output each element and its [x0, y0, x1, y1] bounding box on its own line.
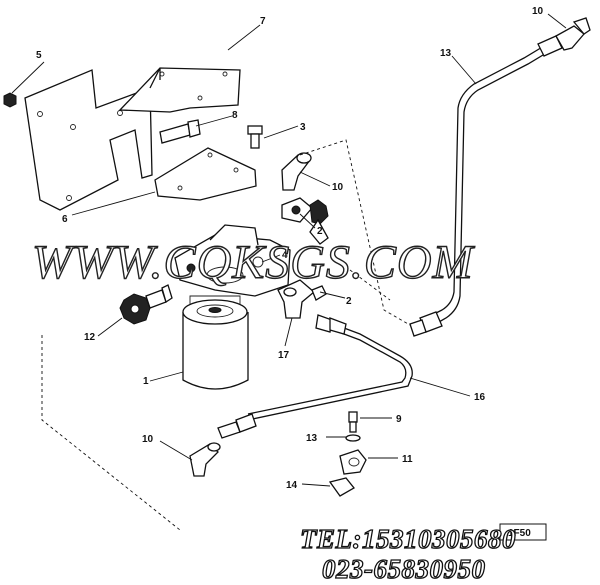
- callout-13-washer: 13: [306, 433, 318, 444]
- fuel-line-13: [409, 35, 563, 337]
- filter-head: [174, 224, 291, 297]
- callout-16: 16: [474, 392, 486, 403]
- callout-3: 3: [300, 122, 306, 133]
- lower-plate: [154, 147, 257, 201]
- callout-2-upper: 2: [317, 226, 323, 237]
- elbow-fitting-10-upper: [281, 152, 312, 191]
- callout-10-upper: 10: [332, 182, 344, 193]
- fuel-filter-1: [182, 295, 249, 390]
- hardware-cluster: [328, 411, 367, 497]
- callout-14: 14: [286, 480, 298, 491]
- shutoff-valve-upper: [281, 197, 329, 245]
- mounting-bracket-6: [24, 69, 153, 211]
- callout-17: 17: [278, 350, 290, 361]
- drawing-code: 1F50: [508, 528, 531, 539]
- elbow-fitting-10-top: [555, 17, 591, 51]
- drawing-code-stamp: 1F50: [499, 523, 547, 541]
- callout-11: 11: [402, 454, 413, 465]
- callout-4: 4: [282, 250, 288, 261]
- tee-fitting-17: [277, 279, 327, 319]
- callout-2-lower: 2: [346, 296, 352, 307]
- nut-5: [3, 92, 17, 108]
- contact-phone: 023-65830950: [322, 554, 486, 584]
- leader-lines: [11, 13, 567, 487]
- callout-10-top: 10: [532, 6, 544, 17]
- callout-9: 9: [396, 414, 402, 425]
- contact-tel: TEL:15310305680: [300, 524, 516, 554]
- callout-12: 12: [84, 332, 96, 343]
- valve-handle-12: [119, 284, 173, 325]
- callout-7: 7: [260, 16, 266, 27]
- elbow-fitting-10-lower: [189, 442, 221, 477]
- callout-10-lower: 10: [142, 434, 154, 445]
- fuel-line-16: [217, 314, 413, 439]
- callout-6: 6: [62, 214, 68, 225]
- upper-plate-7: [118, 67, 241, 113]
- callout-13-line: 13: [440, 48, 452, 59]
- callout-8: 8: [232, 110, 238, 121]
- bolt-8: [159, 119, 201, 144]
- callout-1: 1: [143, 376, 149, 387]
- site-watermark: WWW.CQKSGS.COM: [32, 236, 476, 289]
- callout-5: 5: [36, 50, 42, 61]
- capscrew-3: [247, 125, 263, 149]
